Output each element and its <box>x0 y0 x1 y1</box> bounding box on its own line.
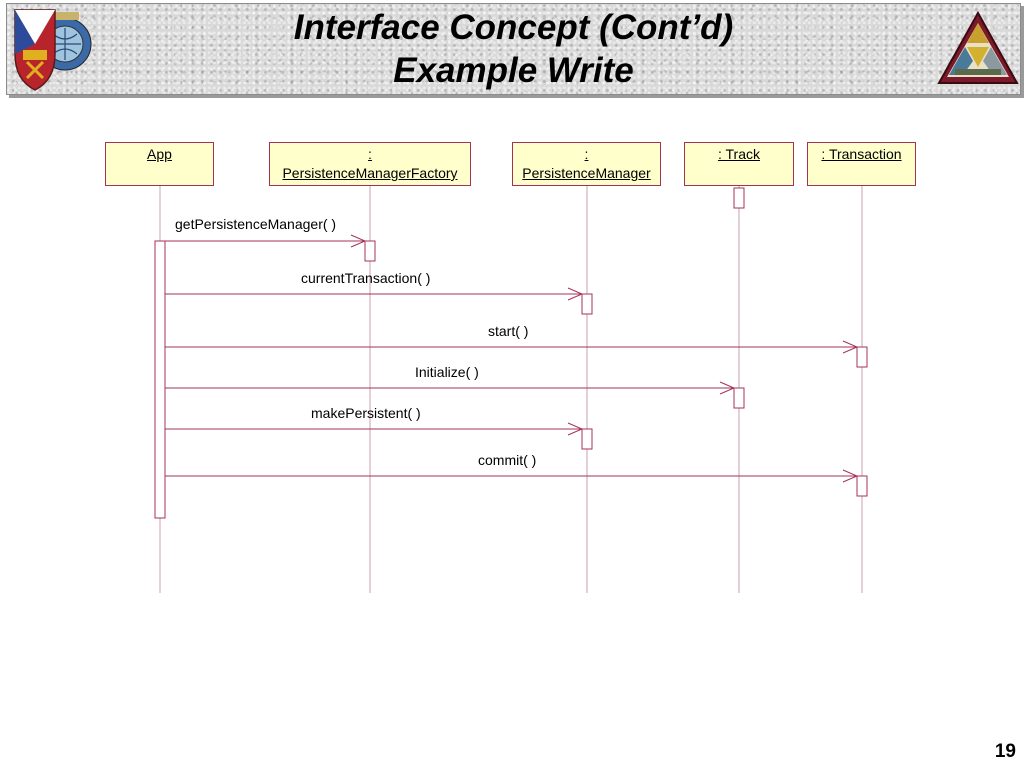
app-activation-bar <box>154 240 166 519</box>
object-label: : Transaction <box>821 146 902 162</box>
object-box-0: App <box>105 142 214 186</box>
message-label: getPersistenceManager( ) <box>175 216 337 232</box>
message-label: Initialize( ) <box>415 364 479 380</box>
object-box-1: : PersistenceManagerFactory <box>269 142 471 186</box>
object-box-2: : PersistenceManager <box>512 142 661 186</box>
slide-title: Interface Concept (Cont’d) Example Write <box>7 6 1020 92</box>
message-label: start( ) <box>488 323 529 339</box>
object-label: : Track <box>717 146 760 162</box>
object-label: App <box>147 146 172 162</box>
object-box-4: : Transaction <box>807 142 916 186</box>
activation-bar-1 <box>581 293 593 315</box>
object-label: : <box>584 146 589 162</box>
object-box-3: : Track <box>684 142 794 186</box>
activation-bar-0 <box>364 240 376 262</box>
message-label: currentTransaction( ) <box>301 270 431 286</box>
title-line-2: Example Write <box>393 51 634 90</box>
activation-bar-3 <box>733 387 745 409</box>
object-label: PersistenceManagerFactory <box>282 165 458 181</box>
activation-bar-4 <box>581 428 593 450</box>
message-label: commit( ) <box>478 452 537 468</box>
army-crest-logo <box>9 4 93 92</box>
message-label: makePersistent( ) <box>311 405 421 421</box>
activation-bar-2 <box>856 346 868 368</box>
object-label: PersistenceManager <box>522 165 651 181</box>
page-number: 19 <box>994 741 1016 762</box>
object-label: : <box>368 146 372 162</box>
track-activation-initial <box>733 187 745 209</box>
title-line-1: Interface Concept (Cont’d) <box>293 8 734 47</box>
slide-header: Interface Concept (Cont’d) Example Write <box>6 3 1021 95</box>
triangle-emblem-logo <box>937 10 1019 87</box>
activation-bar-5 <box>856 475 868 497</box>
